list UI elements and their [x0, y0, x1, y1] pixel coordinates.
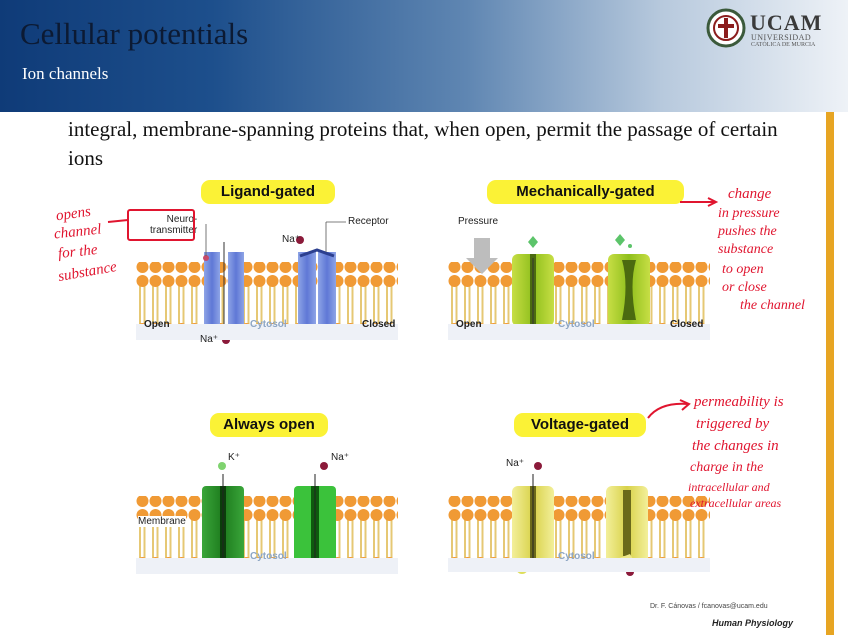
arrow-icon: [647, 402, 689, 419]
mech-open-label: Open: [456, 319, 482, 330]
pressure-arrow-icon: [466, 238, 498, 274]
slide-header: Cellular potentials Ion channels UCAM UN…: [0, 0, 848, 112]
k-ion-icon: [218, 462, 226, 470]
membrane-label: Membrane: [138, 516, 186, 527]
ligand-diagram: [136, 221, 398, 344]
mech-note-line: or close: [722, 280, 767, 295]
receptor-label: Receptor: [348, 216, 389, 227]
membrane: [448, 496, 710, 558]
ligand-cytosol-label: Cytosol: [250, 319, 287, 330]
mech-closed-channel: [608, 234, 650, 326]
always-diagram: [136, 462, 398, 574]
na-ion-icon: [534, 462, 542, 470]
accent-bar: [826, 112, 834, 635]
membrane: [448, 262, 710, 324]
mech-closed-label: Closed: [670, 319, 704, 330]
slide-title: Cellular potentials: [20, 16, 249, 51]
footer-author: Dr. F. Cánovas / fcanovas@ucam.edu: [650, 603, 768, 610]
mech-note-line: substance: [718, 242, 774, 257]
k-label: K⁺: [228, 452, 240, 463]
voltage-diagram: [448, 462, 710, 576]
na-ion-icon: [296, 236, 304, 244]
body-text: integral, membrane-spanning proteins tha…: [68, 117, 778, 170]
ucam-seal-icon: [706, 8, 746, 48]
ligand-closed-channel: [298, 248, 336, 326]
mech-title: Mechanically-gated: [487, 180, 684, 204]
pressure-label: Pressure: [458, 216, 499, 227]
always-cytosol-label: Cytosol: [250, 551, 287, 562]
mech-note-line: pushes the: [718, 224, 777, 239]
voltage-na-label: Na⁺: [506, 458, 525, 469]
na-ion-icon: [320, 462, 328, 470]
na-label-bottom: Na⁺: [200, 334, 219, 345]
voltage-note-line: intracellular and: [688, 480, 770, 494]
membrane: [136, 496, 398, 558]
voltage-note-line: charge in the: [690, 460, 764, 475]
mech-note-line: to open: [722, 262, 764, 277]
voltage-title: Voltage-gated: [514, 413, 646, 437]
mech-note-line: change: [728, 186, 772, 202]
logo-line2: CATÓLICA DE MURCIA: [751, 42, 816, 48]
voltage-note-line: extracellular areas: [690, 496, 782, 510]
voltage-note-line: the changes in: [692, 438, 779, 454]
mech-cytosol-label: Cytosol: [558, 319, 595, 330]
voltage-note-line: triggered by: [696, 416, 770, 432]
neurotransmitter-highlight-box: [127, 209, 195, 241]
mech-diagram: [448, 234, 710, 340]
logo-name: UCAM: [750, 10, 823, 35]
voltage-note-line: permeability is: [694, 394, 784, 410]
logo-line1: UNIVERSIDAD: [751, 33, 812, 42]
ligand-open-channel: [203, 242, 244, 338]
ligand-title: Ligand-gated: [201, 180, 335, 204]
footer-course: Human Physiology: [712, 618, 794, 628]
voltage-cytosol-label: Cytosol: [558, 551, 595, 562]
na-label-top: Na⁺: [282, 234, 301, 245]
always-title: Always open: [210, 413, 328, 437]
ucam-logo: UCAM UNIVERSIDAD CATÓLICA DE MURCIA: [706, 6, 836, 52]
ligand-open-label: Open: [144, 319, 170, 330]
membrane: [136, 262, 398, 324]
slide-subtitle: Ion channels: [22, 64, 109, 83]
ligand-closed-label: Closed: [362, 319, 396, 330]
na-label: Na⁺: [331, 452, 350, 463]
mech-note-line: the channel: [740, 298, 805, 313]
neurotransmitter-label: Neuro-transmitter: [150, 214, 198, 236]
mech-note-line: in pressure: [718, 206, 780, 221]
